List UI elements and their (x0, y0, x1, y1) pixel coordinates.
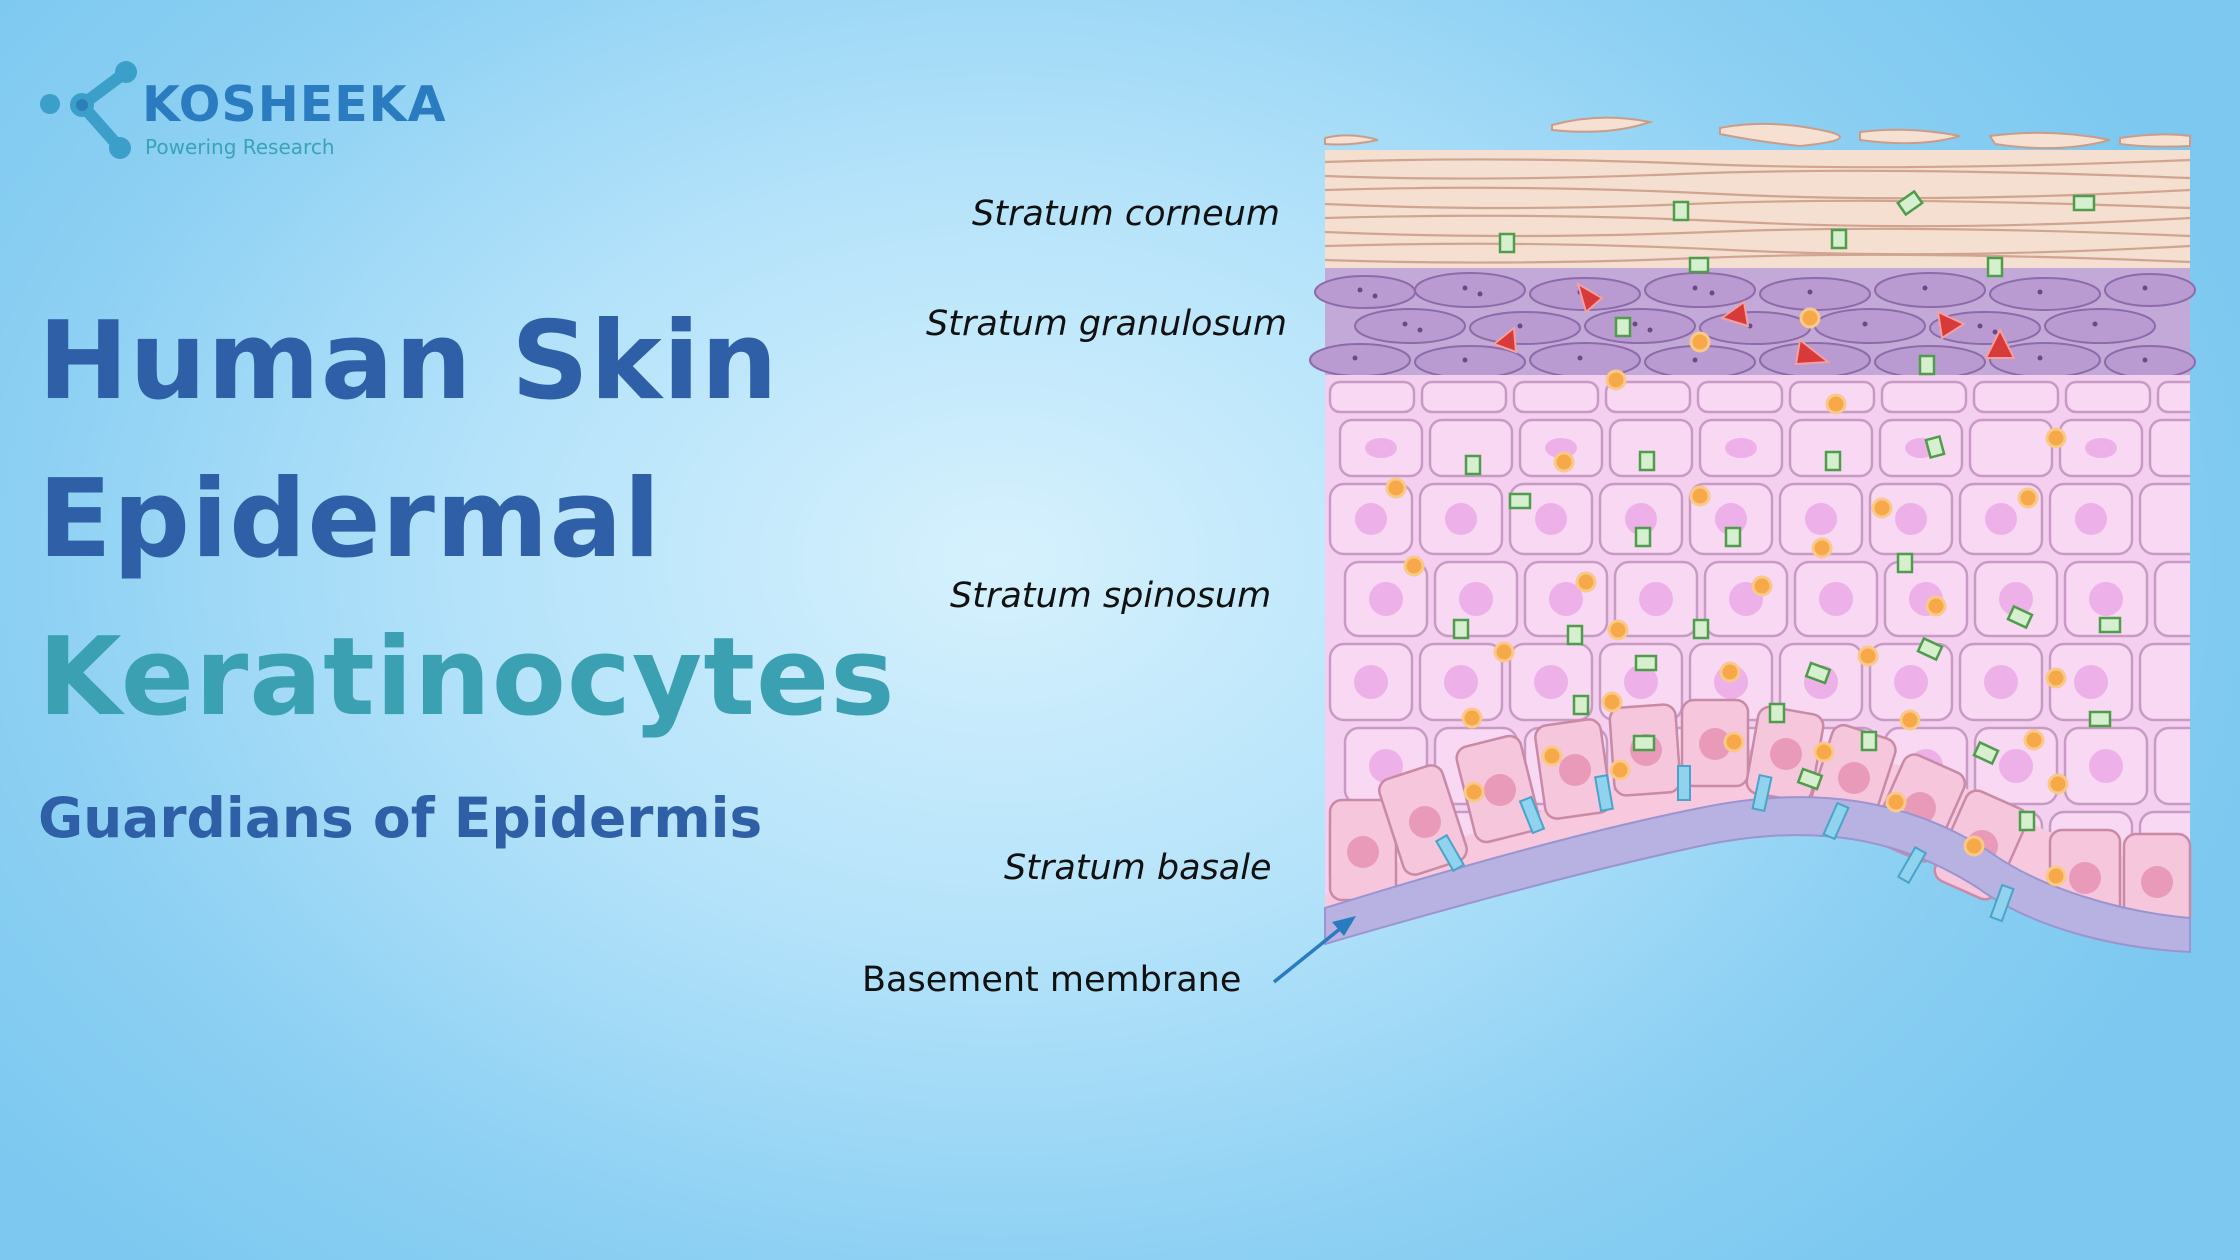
membrane-arrow (1272, 916, 1356, 984)
label-stratum-basale: Stratum basale (1004, 848, 1272, 888)
title-line-3: Keratinocytes (38, 615, 896, 740)
red-markers (1491, 281, 2016, 366)
basement-membrane (1324, 796, 2191, 954)
label-stratum-corneum: Stratum corneum (972, 194, 1280, 234)
brand-logo: KOSHEEKA Powering Research (34, 50, 494, 170)
molecule-logo-icon (40, 61, 137, 159)
label-stratum-spinosum: Stratum spinosum (950, 576, 1272, 616)
spinosum-nuclei (1354, 438, 2123, 783)
orange-markers (1385, 307, 2069, 887)
label-stratum-granulosum: Stratum granulosum (926, 304, 1287, 344)
hemidesmosome-markers (1434, 765, 2015, 923)
brand-name: KOSHEEKA (142, 76, 447, 133)
label-basement-membrane: Basement membrane (862, 960, 1242, 1000)
corneum-flakes (1324, 116, 2191, 150)
title-line-2: Epidermal (38, 457, 662, 582)
brand-tagline: Powering Research (145, 135, 335, 159)
stratum-corneum-layer (1325, 150, 2190, 270)
subtitle: Guardians of Epidermis (38, 786, 763, 850)
granulosum-cells (1309, 272, 2196, 379)
green-markers (1452, 189, 2122, 832)
title-line-1: Human Skin (38, 299, 779, 424)
